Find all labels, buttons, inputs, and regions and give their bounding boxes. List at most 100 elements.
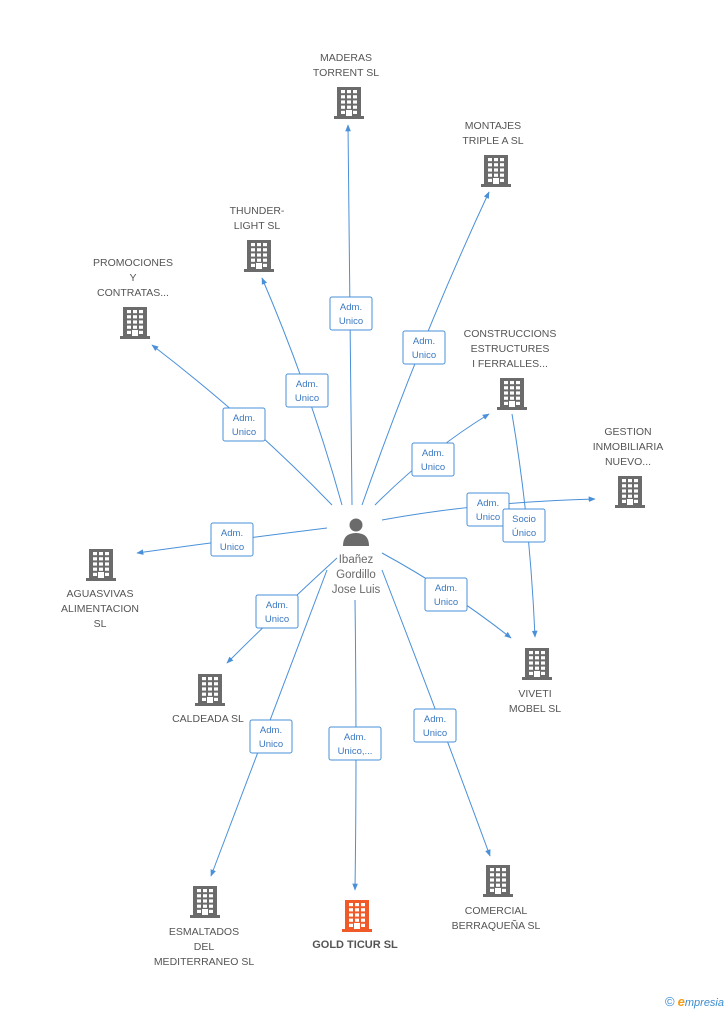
- company-label: LIGHT SL: [234, 220, 281, 232]
- relation-label-viveti[interactable]: Adm. Unico: [424, 577, 468, 612]
- relation-label-caldeada[interactable]: Adm.Unico: [255, 594, 299, 629]
- relation-label-text: Adm.: [477, 498, 499, 509]
- relation-label-text: Adm.: [424, 714, 446, 725]
- company-label: DEL: [194, 941, 215, 953]
- relation-label-maderas[interactable]: Adm. Unico: [329, 296, 373, 331]
- company-label: VIVETI: [518, 688, 551, 700]
- edges-layer: [136, 124, 596, 891]
- relation-label-text: Unico: [421, 462, 445, 473]
- company-label: BERRAQUEÑA SL: [452, 919, 541, 932]
- relation-label-thunder[interactable]: Adm. Unico: [285, 373, 329, 408]
- relation-label-text: Adm.: [260, 725, 282, 736]
- person-name-label: Gordillo: [336, 569, 376, 581]
- building-icon: [497, 378, 527, 410]
- company-label: INMOBILIARIA: [593, 441, 664, 453]
- building-icon: [86, 549, 116, 581]
- company-label: TORRENT SL: [313, 67, 379, 79]
- person-name-label: Ibañez: [339, 554, 374, 566]
- building-icon: [483, 865, 513, 897]
- company-label: ALIMENTACION: [61, 603, 139, 615]
- company-node-esmaltados[interactable]: ESMALTADOS DEL MEDITERRANEO SL: [154, 886, 255, 968]
- relation-label-text: Unico: [423, 728, 447, 739]
- building-icon: [481, 155, 511, 187]
- company-node-promociones[interactable]: PROMOCIONES Y CONTRATAS...: [93, 257, 173, 339]
- relation-label-text: Unico,...: [338, 746, 373, 757]
- relation-label-text: Adm.: [344, 732, 366, 743]
- building-icon: [615, 476, 645, 508]
- building-icon: [195, 674, 225, 706]
- building-icon: [120, 307, 150, 339]
- relation-label-goldticur[interactable]: Adm. Unico,...: [328, 726, 382, 761]
- building-icon: [190, 886, 220, 918]
- relation-label-aguasvivas[interactable]: Adm. Unico: [210, 522, 254, 557]
- company-node-maderas[interactable]: MADERAS TORRENT SL: [313, 52, 379, 119]
- company-label: CALDEADA SL: [172, 713, 244, 725]
- company-label: CONSTRUCCIONS: [464, 328, 557, 340]
- company-label: NUEVO...: [605, 456, 651, 468]
- relation-label-text: Unico: [476, 512, 500, 523]
- company-label: ESMALTADOS: [169, 926, 239, 938]
- relation-label-gestion[interactable]: Adm. Unico: [466, 492, 510, 527]
- nodes-layer: MADERAS TORRENT SL MONTAJES TRIPLE A SL THUN…: [61, 52, 663, 968]
- company-label: MONTAJES: [465, 120, 521, 132]
- edge-labels-layer: Adm.UnicoAdm.UnicoAdm.UnicoAdm.UnicoAdm.…: [210, 296, 546, 761]
- brand-logo-text: mpresia: [684, 997, 724, 1009]
- person-name-label: Jose Luis: [332, 584, 381, 596]
- person-icon: [343, 518, 369, 546]
- relation-label-esmaltados[interactable]: Adm.Unico: [249, 719, 293, 754]
- relation-label-text: Unico: [220, 542, 244, 553]
- company-label: GOLD TICUR SL: [312, 939, 398, 951]
- company-node-viveti[interactable]: VIVETI MOBEL SL: [509, 648, 561, 715]
- relation-label-text: Único: [512, 528, 536, 539]
- relation-label-text: Socio: [512, 514, 536, 525]
- company-label: GESTION: [604, 426, 651, 438]
- company-label: ESTRUCTURES: [471, 343, 550, 355]
- relation-label-text: Adm.: [340, 302, 362, 313]
- relation-label-text: Adm.: [221, 528, 243, 539]
- relation-label-text: Unico: [434, 597, 458, 608]
- company-node-goldticur[interactable]: GOLD TICUR SL: [312, 900, 398, 951]
- building-icon: [334, 87, 364, 119]
- relation-label-text: Adm.: [233, 413, 255, 424]
- empresia-footer[interactable]: ©empresia: [665, 994, 724, 1009]
- company-label: SL: [94, 618, 107, 630]
- company-node-comercial[interactable]: COMERCIAL BERRAQUEÑA SL: [452, 865, 541, 932]
- company-node-thunder[interactable]: THUNDER- LIGHT SL: [230, 205, 285, 272]
- relation-label-text: Unico: [412, 350, 436, 361]
- company-label: MEDITERRANEO SL: [154, 956, 255, 968]
- relation-label-comercial[interactable]: Adm. Unico: [413, 708, 457, 743]
- copyright-icon: ©: [665, 994, 675, 1009]
- company-label: THUNDER-: [230, 205, 285, 217]
- company-label: AGUASVIVAS: [67, 588, 134, 600]
- building-icon: [244, 240, 274, 272]
- relation-label-text: Unico: [265, 614, 289, 625]
- company-label: PROMOCIONES: [93, 257, 173, 269]
- company-label: MOBEL SL: [509, 703, 561, 715]
- company-label: COMERCIAL: [465, 905, 528, 917]
- relation-label-text: Unico: [232, 427, 256, 438]
- company-label: Y: [129, 272, 136, 284]
- company-label: CONTRATAS...: [97, 287, 169, 299]
- relation-label-montajes[interactable]: Adm. Unico: [402, 330, 446, 365]
- relation-label-text: Unico: [339, 316, 363, 327]
- company-node-montajes[interactable]: MONTAJES TRIPLE A SL: [462, 120, 524, 187]
- relation-label-construccions[interactable]: Adm. Unico: [411, 442, 455, 477]
- relation-label-promociones[interactable]: Adm. Unico: [222, 407, 266, 442]
- company-node-aguasvivas[interactable]: AGUASVIVAS ALIMENTACION SL: [61, 549, 139, 630]
- relation-label-text: Adm.: [435, 583, 457, 594]
- company-label: TRIPLE A SL: [462, 135, 523, 147]
- company-node-gestion[interactable]: GESTION INMOBILIARIA NUEVO...: [593, 426, 664, 508]
- relation-label-text: Adm.: [296, 379, 318, 390]
- company-node-caldeada[interactable]: CALDEADA SL: [172, 674, 244, 725]
- building-icon: [522, 648, 552, 680]
- company-label: I FERRALLES...: [472, 358, 548, 370]
- relation-label-text: Adm.: [422, 448, 444, 459]
- brand-logo-initial: e: [677, 994, 685, 1009]
- company-label: MADERAS: [320, 52, 372, 64]
- relation-label-text: Adm.: [413, 336, 435, 347]
- relation-label-text: Unico: [295, 393, 319, 404]
- company-node-construccions[interactable]: CONSTRUCCIONS ESTRUCTURES I FERRALLES...: [464, 328, 557, 410]
